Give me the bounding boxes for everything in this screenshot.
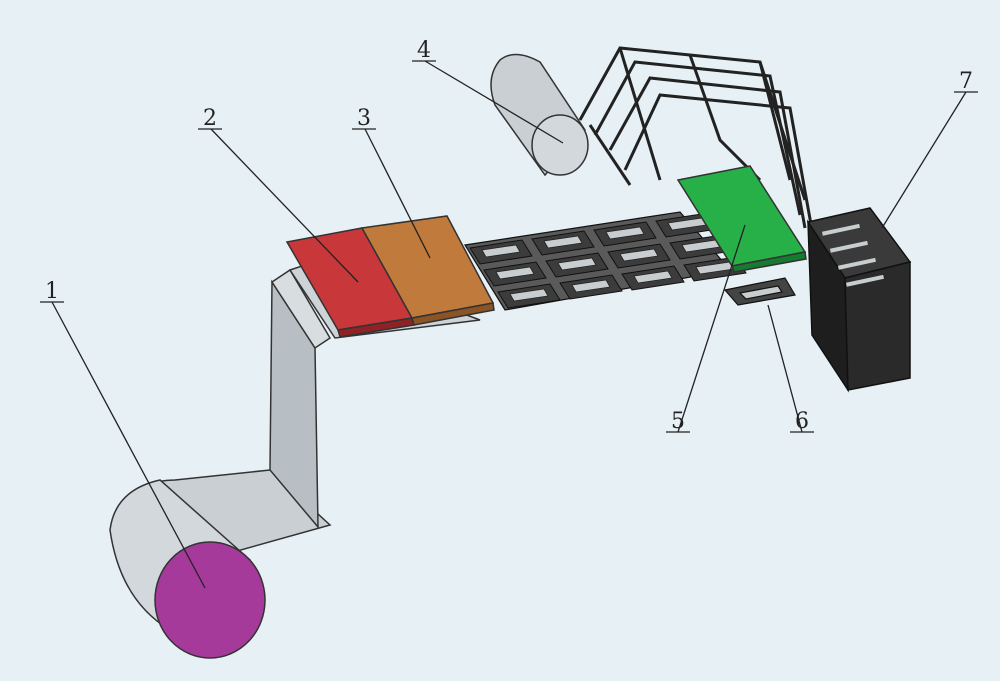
tray-slot [633, 270, 673, 284]
label-1: 1 [45, 279, 59, 304]
stack-box [806, 207, 912, 393]
label-3: 3 [357, 106, 371, 131]
tray-slot [495, 266, 535, 280]
brown-block [360, 215, 495, 326]
roller [490, 53, 589, 177]
tray-slot [605, 226, 645, 240]
tray-slot [509, 288, 549, 302]
green-block [676, 165, 807, 273]
label-4: 4 [417, 38, 431, 63]
tray-slot [619, 248, 659, 262]
tray-slot [543, 235, 583, 249]
tray-slot [571, 279, 611, 293]
tray-slot [481, 244, 521, 258]
roll-end-face [154, 541, 266, 659]
tray-slot [557, 257, 597, 271]
label-2: 2 [203, 106, 217, 131]
ejected-parts [723, 277, 796, 306]
label-6: 6 [795, 409, 809, 434]
leader-lines [40, 60, 978, 589]
label-7: 7 [959, 69, 973, 94]
label-5: 5 [671, 409, 685, 434]
